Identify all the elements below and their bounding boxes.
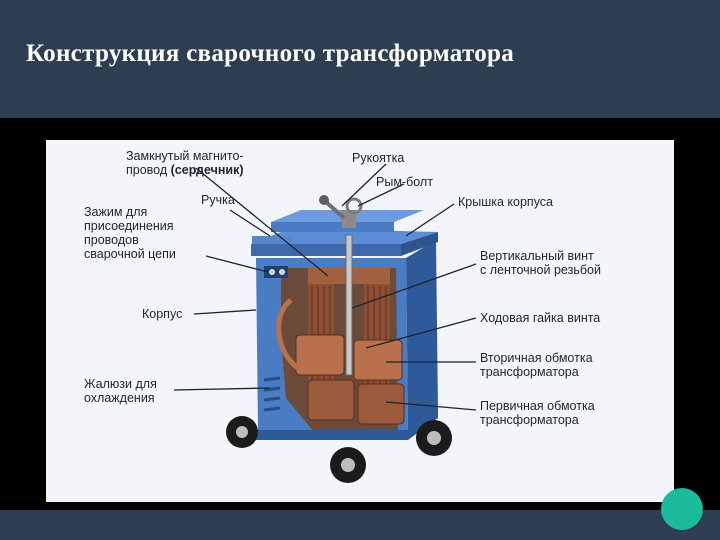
transformer-diagram: Замкнутый магнито- провод (сердечник) Ру… — [46, 140, 674, 502]
label-clamp-line1: Зажим для — [84, 205, 147, 219]
label-clamp-line4: сварочной цепи — [84, 247, 176, 261]
lid-top-plate-edge — [271, 222, 394, 232]
slide-title: Конструкция сварочного трансформатора — [26, 40, 515, 67]
slide-footer — [0, 510, 720, 540]
slide-header: Конструкция сварочного трансформатора — [0, 0, 720, 118]
eyebolt-base — [342, 210, 356, 228]
label-louvers-line2: охлаждения — [84, 391, 155, 405]
label-secondary-line1: Вторичная обмотка — [480, 351, 593, 365]
primary-winding-right — [357, 383, 405, 425]
secondary-winding-right — [353, 339, 403, 381]
clamp-terminal-2 — [279, 269, 285, 275]
label-secondary-line2: трансформатора — [480, 365, 579, 379]
crank-knob — [319, 195, 329, 205]
housing-side — [406, 240, 438, 432]
leader-lines — [173, 163, 477, 411]
label-primary-line1: Первичная обмотка — [480, 399, 595, 413]
winding-wire — [276, 298, 303, 373]
secondary-winding-left — [295, 334, 345, 376]
cooling-louvers — [263, 376, 281, 412]
screw-crank — [324, 200, 346, 220]
label-primary-line2: трансформатора — [480, 413, 579, 427]
wheels — [226, 416, 452, 483]
label-core-line1: Замкнутый магнито- — [126, 149, 244, 163]
transformer-illustration: Замкнутый магнито- провод (сердечник) Ру… — [84, 149, 601, 483]
label-clamp-line3: проводов — [84, 233, 139, 247]
label-screw-line1: Вертикальный винт — [480, 249, 594, 263]
vertical-screw — [345, 234, 353, 376]
handle-bar — [252, 236, 292, 244]
label-nut: Ходовая гайка винта — [480, 311, 600, 325]
eyebolt-ring — [345, 197, 363, 215]
label-handle: Ручка — [201, 193, 235, 207]
housing-lid-side — [401, 232, 438, 256]
clamp-terminal-1 — [269, 269, 275, 275]
label-eyebolt: Рым-болт — [376, 175, 433, 189]
label-screw-line2: с ленточной резьбой — [480, 263, 601, 277]
label-lid: Крышка корпуса — [458, 195, 553, 209]
label-core-line2: провод (сердечник) — [126, 163, 244, 177]
housing-lid-edge — [251, 244, 401, 256]
label-louvers-line1: Жалюзи для — [84, 377, 157, 391]
housing-base — [252, 408, 438, 440]
label-grip: Рукоятка — [352, 151, 404, 165]
label-clamp-line2: присоединения — [84, 219, 174, 233]
primary-winding-left — [307, 379, 355, 421]
next-slide-button[interactable] — [661, 488, 703, 530]
label-housing: Корпус — [142, 307, 182, 321]
